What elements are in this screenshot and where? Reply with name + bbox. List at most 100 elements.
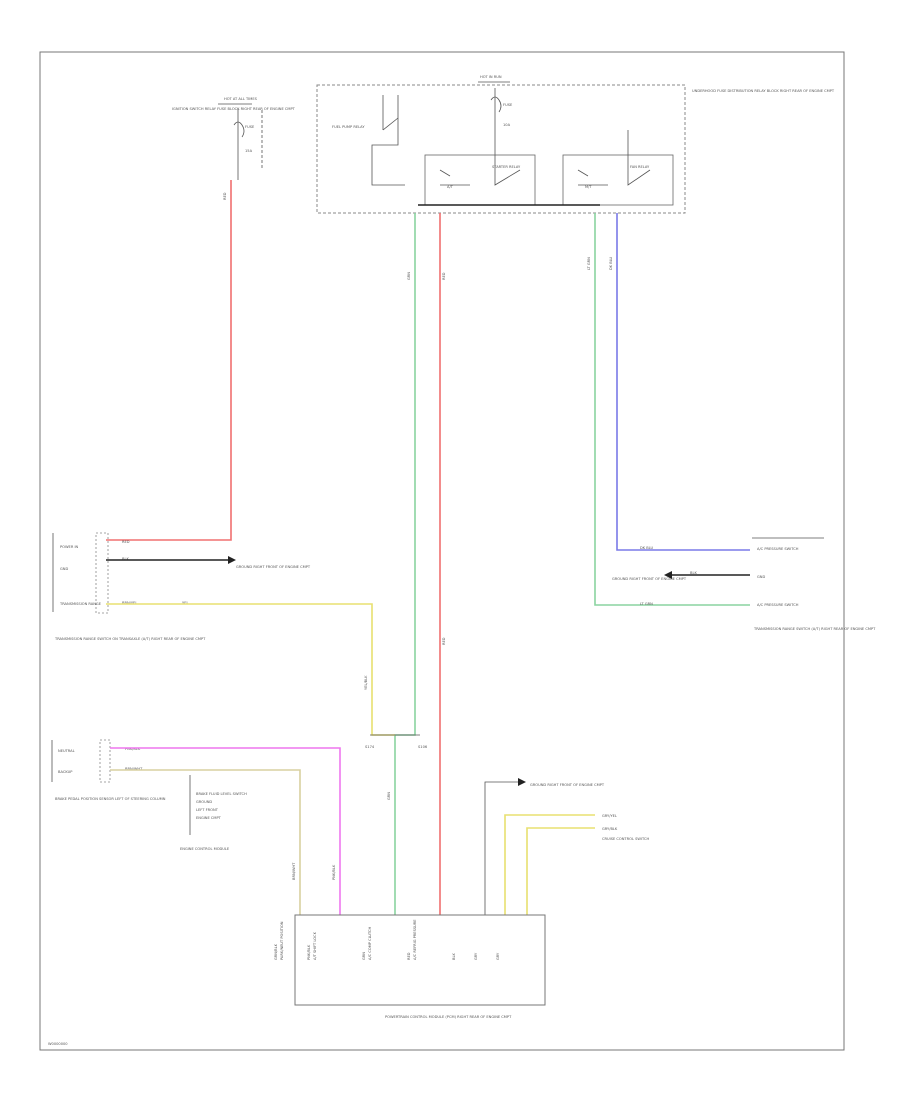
splice-right: S106 (418, 745, 428, 749)
tan-wire (110, 769, 301, 915)
brake-switch-group: NEUTRAL BACKUP PNK/BLK BRN/WHT BRAKE PED… (51, 739, 247, 851)
right-branch-black (484, 781, 518, 915)
tan-wire-label: BRN/WHT (292, 862, 296, 880)
relay2-label: FAN RELAY (630, 165, 650, 169)
rp-pin1: POWER IN (60, 545, 79, 549)
relay1-coil (494, 155, 521, 186)
brake-switch-box (99, 739, 111, 783)
relay1-contacts (439, 169, 470, 186)
rr-title: TRANSMISSION RANGE SWITCH (A/T) RIGHT RE… (753, 627, 876, 631)
rp-title: TRANSMISSION RANGE SWITCH ON TRANSAXLE (… (54, 637, 206, 641)
pink-wire-label: PNK/BLK (332, 864, 336, 880)
rr-ground: GROUND RIGHT FRONT OF ENGINE CMPT (612, 577, 687, 581)
right-connector-group: DK BLU A/C PRESSURE SWITCH GND A/C PRESS… (612, 537, 876, 631)
pcm-module: GRN/BLK PNK/BLK GRN RED BLK GRY GRY PARK… (274, 914, 546, 1019)
fuse-element-icon (233, 121, 245, 138)
ls-title: BRAKE PEDAL POSITION SENSOR LEFT OF STEE… (55, 797, 166, 801)
lt-green-wire-right (594, 213, 750, 606)
ground-arrow-right (664, 571, 672, 579)
red-wire-label-2: RED (442, 637, 446, 645)
dk-blue-label: DK BLU (609, 256, 613, 270)
rp-wire3b: YEL (182, 601, 188, 605)
fuse-header-text: HOT AT ALL TIMES (224, 97, 258, 101)
range-switch-group: POWER IN GND TRANSMISSION RANGE RED BLK … (52, 532, 311, 641)
rr-mid: BLK (690, 571, 697, 575)
pcm-fuse-icon (490, 96, 502, 113)
ecm-pin-d: RED (407, 952, 411, 960)
pcm-fuse-num: 10A (503, 123, 511, 127)
rp-wire2: BLK (122, 557, 129, 561)
rr-bot-wire: LT GRN (640, 602, 653, 606)
ls-pin2: BACKUP (58, 770, 73, 774)
ecm-pin-g: GRY (496, 952, 500, 960)
left-relay-coil: FUEL PUMP RELAY (332, 125, 365, 129)
dk-blue-wire-right (616, 213, 750, 551)
lt-green-label: LT GRN (587, 257, 591, 270)
ground-arrow-left (228, 556, 236, 564)
fuse-num-text: 15A (245, 149, 253, 153)
fuse-source-text: IGNITION SWITCH RELAY FUSE BLOCK RIGHT R… (172, 107, 296, 111)
relay1-box (424, 154, 536, 206)
yel-blk-label: YEL/BLK (364, 675, 368, 690)
rb-note: CRUISE CONTROL SWITCH (602, 837, 649, 841)
yellow-wire-right-2 (526, 827, 595, 915)
grn-lower-label: GRN (387, 792, 391, 800)
rb-bot: GRY/BLK (602, 827, 618, 831)
relay2-box (562, 154, 674, 206)
relay1-label: STARTER RELAY (492, 165, 521, 169)
range-switch-box (95, 532, 109, 614)
ecm-pin-e: BLK (452, 953, 456, 960)
fuse-source-group: HOT AT ALL TIMES IGNITION SWITCH RELAY F… (172, 97, 296, 180)
green-wire-center (394, 213, 416, 915)
ls-ground: ENGINE CONTROL MODULE (180, 847, 230, 851)
relay2-b: M/T (585, 185, 592, 189)
yellow-wire-range (106, 603, 395, 736)
rb-title: GROUND RIGHT FRONT OF ENGINE CMPT (530, 783, 605, 787)
ls-sub1: GROUND (196, 800, 212, 804)
pcm-header-text: HOT IN RUN (480, 75, 502, 79)
relay2-coil (627, 130, 651, 186)
ls-pin1: NEUTRAL (58, 749, 75, 753)
left-switch-path (371, 95, 405, 186)
ecm-pin-f: GRY (474, 952, 478, 960)
ecm-pin-b: PNK/BLK (307, 944, 311, 960)
rp-wire3: BRN/YEL (122, 601, 137, 605)
diagram-frame (39, 51, 845, 1051)
right-branch-arrow (518, 778, 526, 786)
red-wire-left (106, 180, 232, 541)
ls-sub3: ENGINE CMPT (196, 816, 222, 820)
rb-top: GRY/YEL (602, 814, 617, 818)
yellow-wire-right-1 (504, 814, 595, 915)
ecm-name-c: A/C COMP CLUTCH (368, 926, 372, 960)
splice-left: S174 (365, 745, 375, 749)
ls-wire2: BRN/WHT (125, 767, 143, 771)
ls-ground-title: BRAKE FLUID LEVEL SWITCH (196, 792, 247, 796)
ecm-pin-a: GRN/BLK (274, 943, 278, 960)
ecm-title: POWERTRAIN CONTROL MODULE (PCM) RIGHT RE… (385, 1015, 512, 1019)
rr-pin1: A/C PRESSURE SWITCH (757, 547, 799, 551)
relay-block-box (316, 84, 686, 214)
ls-sub2: LEFT FRONT (196, 808, 219, 812)
rp-pin2: GND (60, 567, 68, 571)
footer-code: W0000000 (48, 1042, 68, 1046)
ecm-name-a: PARK/NEUT POSITION (280, 921, 284, 960)
ecm-name-b: A/T SHIFT LOCK (313, 931, 317, 960)
rp-wire1: RED (122, 540, 130, 544)
relay-block: HOT IN RUN UNDERHOOD FUSE DISTRIBUTION R… (316, 75, 835, 214)
rr-top-wire: DK BLU (640, 546, 654, 550)
fuse-label-text: FUSE (245, 125, 255, 129)
left-switch-blade (382, 117, 399, 131)
relay-block-title: UNDERHOOD FUSE DISTRIBUTION RELAY BLOCK … (692, 89, 835, 93)
green-wire-label: GRN (407, 272, 411, 280)
ls-wire1: PNK/BLK (125, 747, 141, 751)
rr-pin2: GND (757, 575, 765, 579)
rp-pin3: TRANSMISSION RANGE (59, 602, 102, 606)
relay1-a: A/T (447, 185, 454, 189)
rp-ground: GROUND RIGHT FRONT OF ENGINE CMPT (236, 565, 311, 569)
ecm-name-d: A/C REFRIG PRESSURE (413, 919, 417, 960)
red-wire-left-label: RED (223, 192, 227, 200)
red-wire-label: RED (442, 272, 446, 280)
pcm-fuse-text: FUSE (503, 103, 513, 107)
rr-pin3: A/C PRESSURE SWITCH (757, 603, 799, 607)
